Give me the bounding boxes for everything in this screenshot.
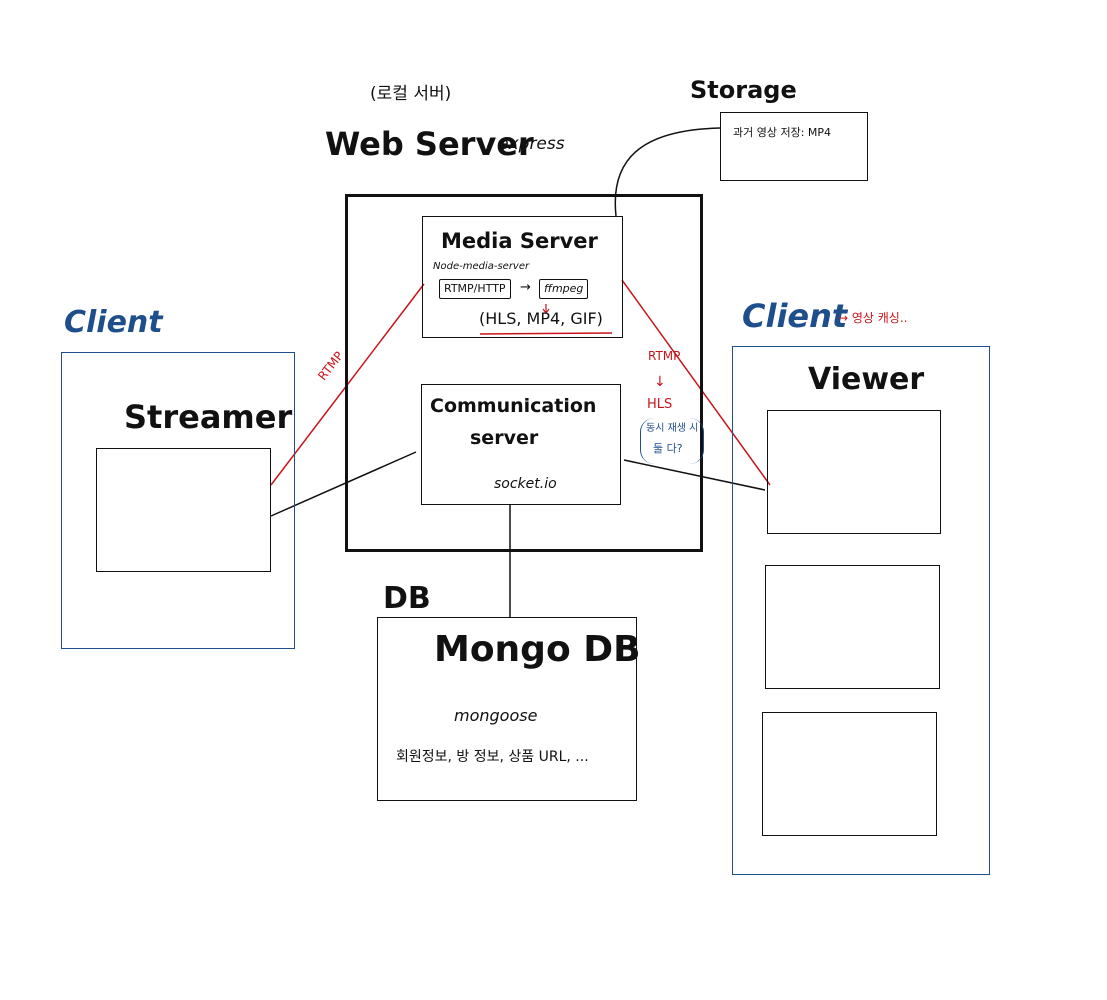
rtmp-right-label: RTMP [648,349,681,363]
rtmp-media-viewer-line [621,279,771,486]
web-server-box [345,194,703,552]
ffmpeg-down-arrow [542,304,550,314]
streamer-video-box [96,448,271,572]
formats-underline [479,332,613,335]
streamer-comm-line [270,451,417,517]
mongodb-title: Mongo DB [434,629,641,670]
caching-note: → 영상 캐싱.. [838,311,908,325]
viewer-video-box-1 [767,410,941,534]
client-left-box: Streamer [61,352,295,649]
rtmp-http-box: RTMP/HTTP [439,279,511,299]
mongodb-box: Mongo DB mongoose 회원정보, 방 정보, 상품 URL, ..… [377,617,641,801]
socketio-label: socket.io [494,476,557,492]
storage-note: 과거 영상 저장: MP4 [733,126,832,139]
rtmp-to-hls-arrow: ↓ [654,374,666,390]
web-server-title: Web Server [325,125,534,163]
client-right-box: Viewer [732,346,990,875]
storage-connector [614,127,721,217]
comm-viewer-line [623,459,766,491]
hls-question-line2: 둘 다? [653,442,683,455]
local-server-label: (로컬 서버) [370,84,452,104]
web-server-subtitle: : express [487,134,565,154]
hls-question-note: 동시 재생 시 둘 다? [640,418,704,464]
ffmpeg-box: ffmpeg [539,279,589,299]
viewer-video-box-3 [762,712,937,836]
viewer-title: Viewer [808,362,925,397]
output-formats: (HLS, MP4, GIF) [479,309,603,328]
communication-server-box: Communication server socket.io [421,384,621,505]
client-right-label: Client [742,297,848,335]
node-media-server-label: Node-media-server [433,261,530,272]
mongoose-label: mongoose [454,706,538,725]
communication-server-title-2: server [470,427,539,449]
storage-box: 과거 영상 저장: MP4 [720,112,868,181]
streamer-title: Streamer [124,398,293,436]
hls-label: HLS [647,397,673,412]
db-contents: 회원정보, 방 정보, 상품 URL, ... [396,749,589,765]
rtmp-to-ffmpeg-arrow: → [520,280,531,295]
communication-server-title: Communication [430,395,597,417]
storage-title: Storage [690,76,797,104]
media-server-box: Media Server Node-media-server RTMP/HTTP… [422,216,623,338]
hls-question-line1: 동시 재생 시 [646,423,699,434]
viewer-video-box-2 [765,565,940,689]
client-left-label: Client [64,305,163,340]
db-label: DB [383,581,431,616]
media-server-title: Media Server [441,229,598,253]
